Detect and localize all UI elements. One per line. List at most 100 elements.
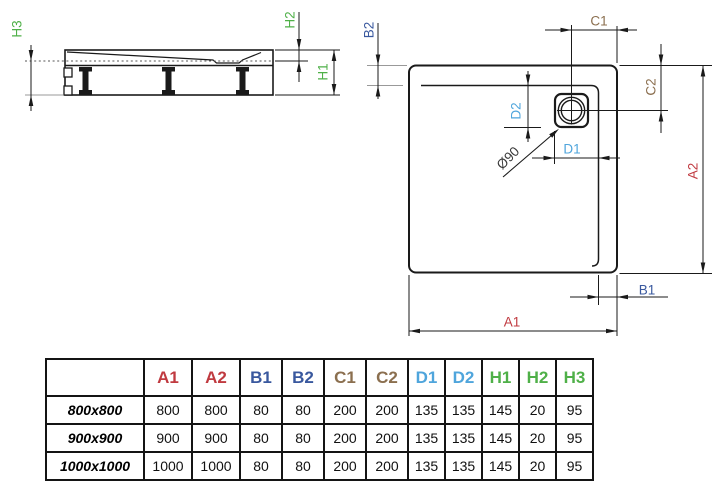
cell: 145 <box>481 395 520 425</box>
cell: 95 <box>555 395 594 425</box>
plan-view: C1 C2 B2 D2 D1 B1 A1 A2 Ø90 <box>362 14 712 336</box>
cell: 20 <box>518 395 557 425</box>
cell: 135 <box>407 395 446 425</box>
dim-label-d1: D1 <box>563 142 580 157</box>
dim-label-a2: A2 <box>686 163 701 180</box>
dim-a2 <box>619 65 712 274</box>
row-label: 1000x1000 <box>45 451 145 481</box>
arrowhead-up <box>296 61 302 72</box>
arrowhead-down <box>375 54 381 66</box>
dim-c2 <box>619 44 712 133</box>
cell: 200 <box>323 451 367 481</box>
arrowhead-left <box>617 294 628 300</box>
table-row: 800x800 800 800 80 80 200 200 135 135 14… <box>45 395 594 425</box>
dim-d1 <box>532 131 620 164</box>
dimension-table: A1 A2 B1 B2 C1 C2 D1 D2 H1 H2 H3 800x800… <box>45 358 594 481</box>
cell: 135 <box>407 451 446 481</box>
cell: 200 <box>323 395 367 425</box>
row-label: 800x800 <box>45 395 145 425</box>
mount-bracket-top <box>63 67 73 78</box>
cell: 1000 <box>143 451 193 481</box>
arrowhead-up <box>375 85 381 97</box>
dim-label-c1: C1 <box>590 14 607 29</box>
col-header-b2: B2 <box>281 358 325 397</box>
arrowhead-up <box>331 50 337 61</box>
arrowhead-right <box>543 155 555 161</box>
cell: 135 <box>444 451 483 481</box>
dim-d2 <box>504 71 541 142</box>
arrowhead-up <box>700 65 706 77</box>
cell: 95 <box>555 451 594 481</box>
cell: 80 <box>281 423 325 453</box>
dim-a1 <box>408 275 617 336</box>
col-header-a2: A2 <box>191 358 241 397</box>
table-corner-cell <box>45 358 145 397</box>
cell: 80 <box>239 423 283 453</box>
cell: 145 <box>481 451 520 481</box>
dim-label-h1: H1 <box>316 63 331 80</box>
cell: 200 <box>365 423 409 453</box>
arrowhead-up <box>658 110 664 122</box>
arrowhead-up <box>28 95 34 106</box>
drain-leader <box>502 128 559 178</box>
dim-b2 <box>367 23 407 99</box>
col-header-h1: H1 <box>481 358 520 397</box>
row-label: 900x900 <box>45 423 145 453</box>
tray-rim-inner-line <box>421 84 600 267</box>
col-header-c2: C2 <box>365 358 409 397</box>
table-row: 900x900 900 900 80 80 200 200 135 135 14… <box>45 423 594 453</box>
support-feet <box>79 67 249 95</box>
cell: 80 <box>281 451 325 481</box>
cell: 1000 <box>191 451 241 481</box>
foot-icon <box>79 67 92 95</box>
table-row: 1000x1000 1000 1000 80 80 200 200 135 13… <box>45 451 594 481</box>
dim-label-a1: A1 <box>504 315 521 330</box>
cell: 80 <box>281 395 325 425</box>
cell: 135 <box>444 423 483 453</box>
dim-h3 <box>25 45 63 111</box>
side-view: H3 H2 H1 <box>10 11 340 111</box>
cell: 20 <box>518 451 557 481</box>
arrowhead-left <box>598 155 610 161</box>
col-header-b1: B1 <box>239 358 283 397</box>
col-header-d1: D1 <box>407 358 446 397</box>
arrowhead-down <box>658 54 664 66</box>
dim-label-h2: H2 <box>283 11 298 28</box>
arrowhead-left <box>409 328 420 334</box>
cell: 145 <box>481 423 520 453</box>
arrowhead-leader <box>549 128 559 138</box>
dim-label-b1: B1 <box>639 283 656 298</box>
cell: 200 <box>365 451 409 481</box>
dim-label-c2: C2 <box>644 78 659 95</box>
cell: 20 <box>518 423 557 453</box>
cell: 80 <box>239 451 283 481</box>
arrowhead-right <box>606 328 617 334</box>
arrowhead-right <box>587 294 599 300</box>
cell: 80 <box>239 395 283 425</box>
col-header-h3: H3 <box>555 358 594 397</box>
arrowhead-down <box>525 74 531 86</box>
arrowhead-left <box>617 27 628 33</box>
col-header-c1: C1 <box>323 358 367 397</box>
cell: 95 <box>555 423 594 453</box>
col-header-h2: H2 <box>518 358 557 397</box>
cell: 800 <box>191 395 241 425</box>
arrowhead-down <box>331 84 337 95</box>
mount-bracket-bottom <box>63 85 73 96</box>
arrowhead-up <box>525 127 531 139</box>
dim-c1 <box>545 26 637 63</box>
cell: 900 <box>143 423 193 453</box>
arrowhead-down <box>28 50 34 61</box>
foot-icon <box>162 67 175 95</box>
arrowhead-right <box>560 27 572 33</box>
arrowhead-down <box>296 39 302 50</box>
cell: 800 <box>143 395 193 425</box>
table-header-row: A1 A2 B1 B2 C1 C2 D1 D2 H1 H2 H3 <box>45 358 594 397</box>
drawing-canvas: H3 H2 H1 <box>10 11 712 336</box>
foot-icon <box>236 67 249 95</box>
drain-center-lines <box>557 25 668 125</box>
dim-h2-h1 <box>275 12 340 96</box>
cell: 200 <box>365 395 409 425</box>
dim-label-h3: H3 <box>10 20 25 37</box>
